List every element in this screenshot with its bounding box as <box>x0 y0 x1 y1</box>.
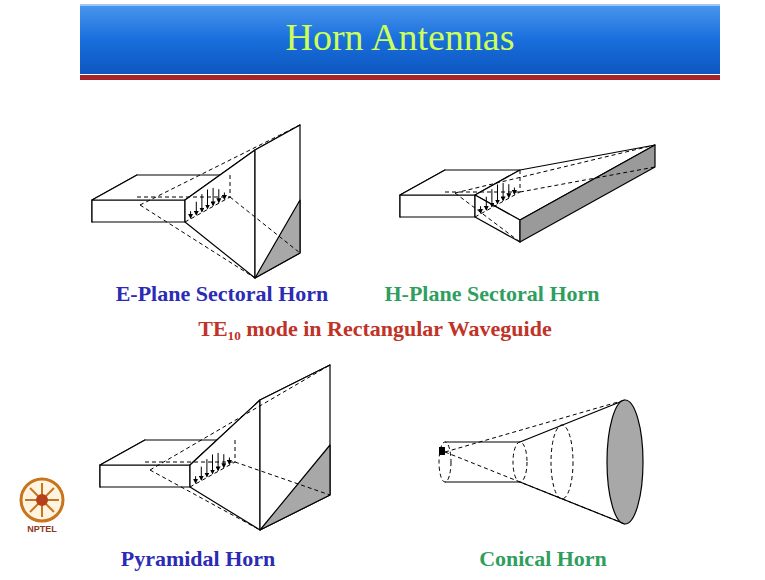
e-plane-horn-figure-part <box>137 125 300 278</box>
h-plane-horn-figure-part <box>481 183 515 213</box>
nptel-logo <box>21 479 63 521</box>
h-plane-horn-figure-part-part <box>455 145 655 193</box>
h-plane-horn-figure-part <box>445 145 655 242</box>
e-plane-horn-figure-part <box>255 125 300 278</box>
pyramidal-horn-figure-part <box>260 445 330 530</box>
h-plane-horn-figure-part <box>520 145 655 242</box>
conical-horn-figure-part-part <box>513 442 527 482</box>
h-plane-horn-figure-part-part <box>508 184 509 197</box>
e-plane-horn-figure-part <box>185 150 255 278</box>
pyramidal-horn-figure-part-part <box>195 476 196 483</box>
pyramidal-horn-figure-part-part <box>235 462 330 495</box>
figure-caption: Pyramidal Horn <box>121 546 276 571</box>
conical-horn-figure <box>439 400 643 524</box>
pyramidal-horn-figure-part-part <box>218 453 219 471</box>
h-plane-horn-figure <box>400 145 655 242</box>
h-plane-horn-figure-part-part <box>497 185 498 204</box>
conical-horn-figure-part-part <box>445 452 625 524</box>
pyramidal-horn-figure-part-part <box>201 467 202 480</box>
slide-title: Horn Antennas <box>285 16 514 60</box>
conical-horn-figure-part <box>439 400 625 524</box>
h-plane-horn-figure-part <box>400 195 475 217</box>
e-plane-horn-figure-part-part <box>230 197 300 253</box>
title-banner-part <box>80 4 720 74</box>
conical-horn-figure-part-part <box>551 425 573 499</box>
e-plane-horn-figure-part <box>255 200 300 278</box>
mode-note: TE₁₀ mode in Rectangular Waveguide <box>198 316 551 341</box>
pyramidal-horn-figure-part <box>145 365 330 530</box>
e-plane-horn-figure-part-part <box>196 202 197 215</box>
h-plane-horn-figure-part-part <box>503 183 504 201</box>
e-plane-horn-figure-part-part <box>190 211 191 218</box>
figure-caption: Conical Horn <box>479 546 607 571</box>
e-plane-horn-figure-part-part <box>137 197 230 198</box>
pyramidal-horn-figure-part-part <box>145 462 235 463</box>
pyramidal-horn-figure-part-part <box>223 454 224 467</box>
pyramidal-horn-figure <box>100 365 330 530</box>
nptel-logo-part <box>21 479 63 521</box>
nptel-logo-part-part <box>30 488 54 512</box>
pyramidal-horn-figure-part-part <box>235 440 236 462</box>
h-plane-horn-figure-part-part <box>486 197 487 210</box>
pyramidal-horn-figure-part <box>196 453 230 483</box>
title-banner-part <box>80 4 720 6</box>
pyramidal-horn-figure-part <box>260 365 330 530</box>
figure-caption: E-Plane Sectoral Horn <box>116 281 329 306</box>
pyramidal-horn-figure-part-part <box>206 459 207 477</box>
h-plane-horn-figure-part-part <box>480 206 481 213</box>
pyramidal-horn-figure-part-part <box>212 455 213 474</box>
pyramidal-horn-figure-part <box>100 465 190 487</box>
e-plane-horn-figure <box>92 125 300 278</box>
title-banner <box>80 4 720 80</box>
e-plane-horn-figure-part-part <box>207 190 208 209</box>
e-plane-horn-figure-part-part <box>218 189 219 202</box>
conical-horn-figure-part-part <box>439 442 451 482</box>
e-plane-horn-figure-part-part <box>201 194 202 212</box>
conical-horn-figure-part <box>439 447 445 455</box>
figure-caption: H-Plane Sectoral Horn <box>384 281 599 306</box>
e-plane-horn-figure-part-part <box>230 175 231 197</box>
nptel-logo-part-part <box>30 488 54 512</box>
pyramidal-horn-figure-part-part <box>150 470 260 530</box>
e-plane-horn-figure-part <box>92 200 185 222</box>
h-plane-horn-figure-part-part <box>514 188 515 195</box>
h-plane-horn-figure-part-part <box>520 170 521 192</box>
conical-horn-figure-part <box>445 481 520 482</box>
nptel-logo-part <box>25 483 59 517</box>
e-plane-horn-figure-part-part <box>140 125 300 205</box>
e-plane-horn-figure-part <box>191 188 225 218</box>
e-plane-horn-figure-part-part <box>140 205 255 278</box>
e-plane-horn-figure-part-part <box>213 188 214 206</box>
h-plane-horn-figure-part-part <box>491 189 492 207</box>
logo-text: NPTEL <box>27 524 57 534</box>
title-banner-part <box>80 75 720 80</box>
nptel-logo-part <box>36 494 48 506</box>
h-plane-horn-figure-part-part <box>455 193 520 242</box>
conical-horn-figure-part <box>607 400 643 524</box>
h-plane-horn-figure-part-part <box>520 167 655 192</box>
pyramidal-horn-figure-part-part <box>229 458 230 465</box>
pyramidal-horn-figure-part-part <box>150 365 330 470</box>
conical-horn-figure-part-part <box>445 400 625 452</box>
e-plane-horn-figure-part-part <box>224 193 225 200</box>
